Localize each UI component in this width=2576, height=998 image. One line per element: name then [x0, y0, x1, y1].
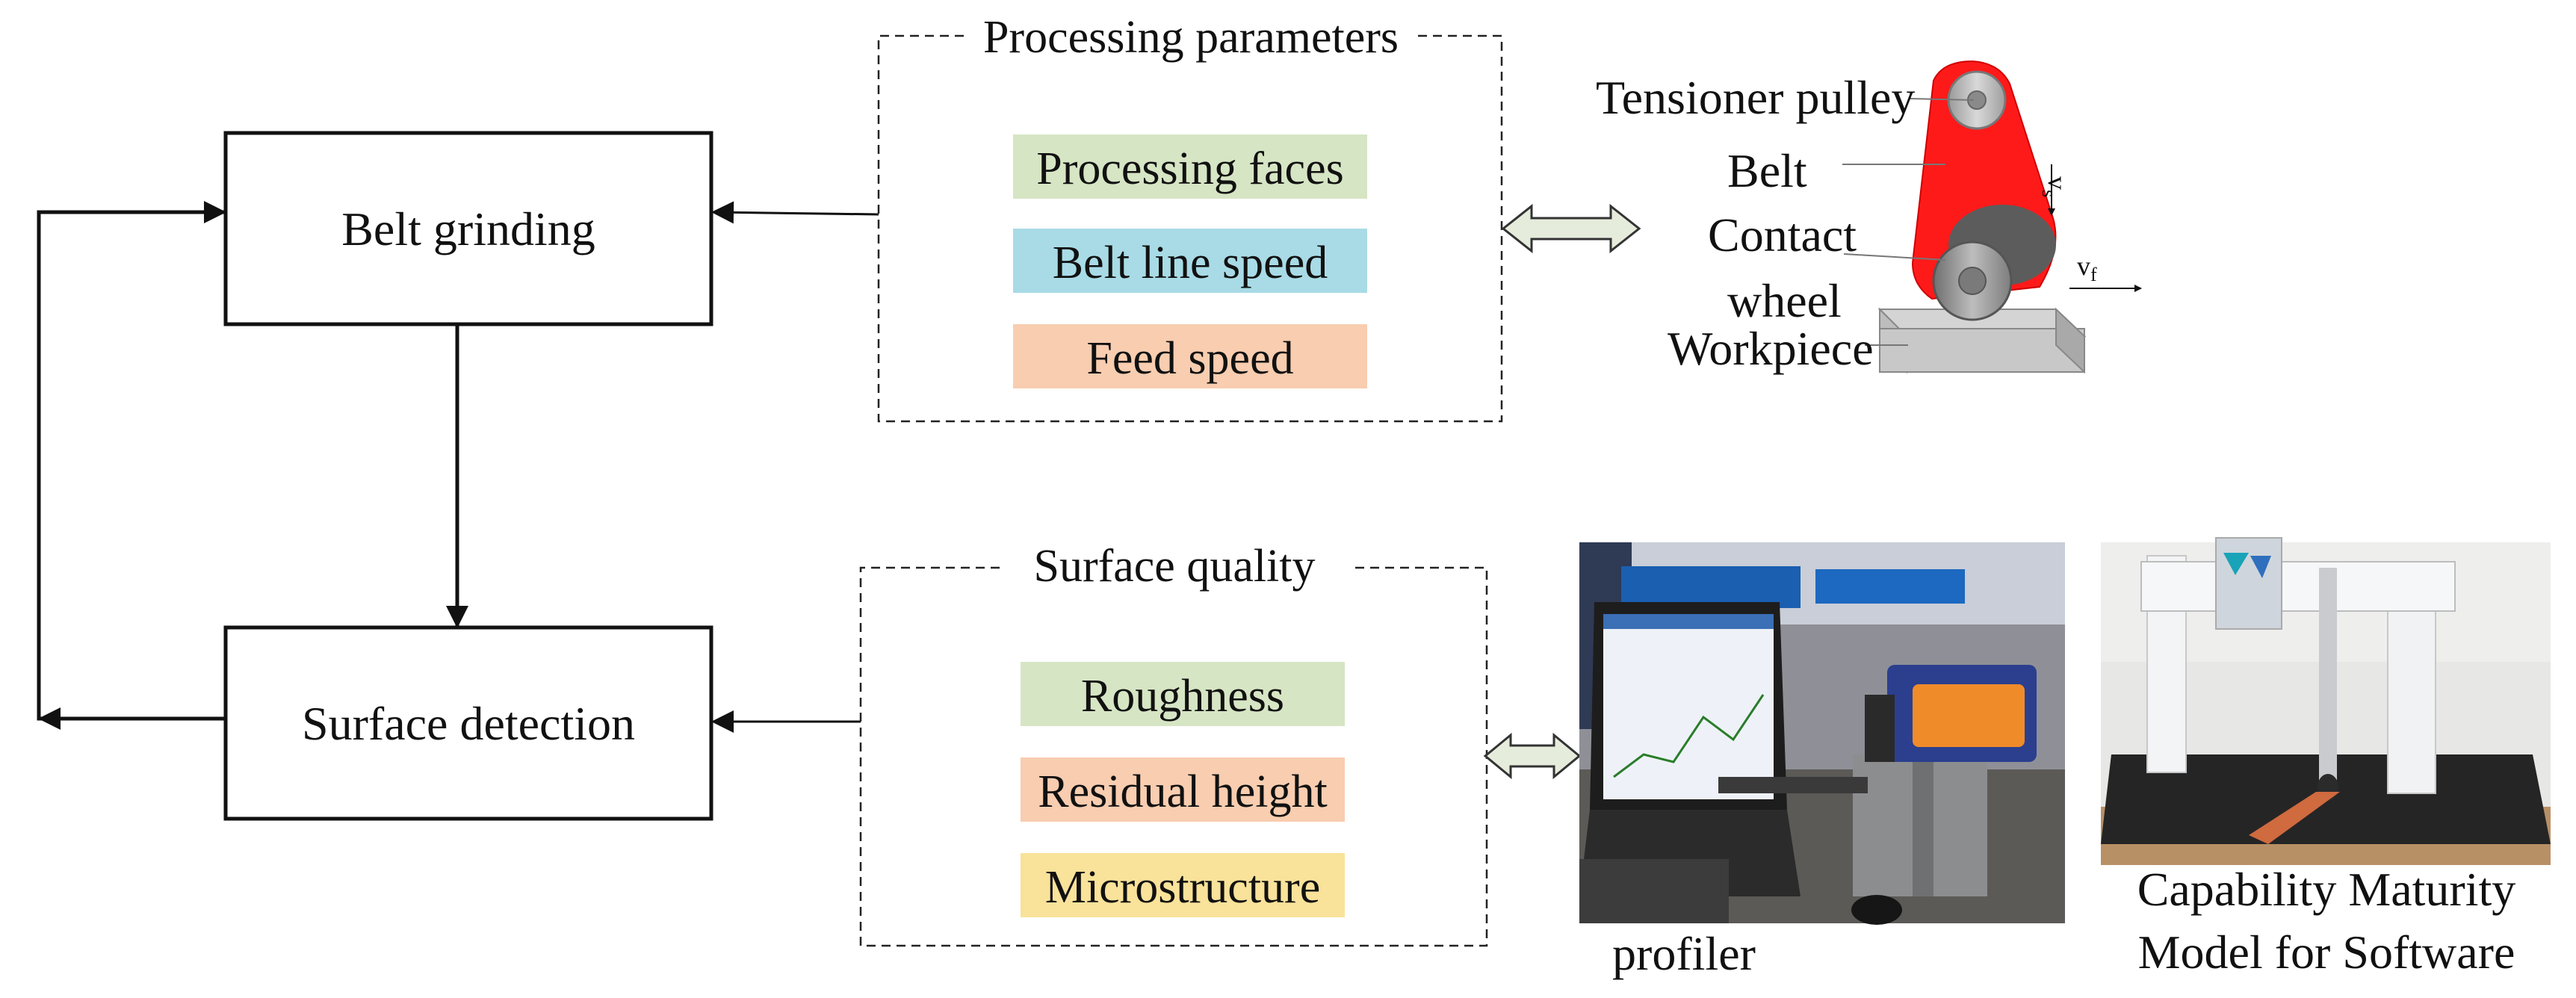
microstructure-bg [1021, 853, 1345, 917]
workpiece-block [1879, 328, 2085, 373]
double-arrow-bottom [1483, 732, 1582, 780]
cmm-photo [2101, 537, 2551, 865]
contact-wheel-hub [1958, 267, 1987, 295]
processing-faces-bg [1013, 134, 1367, 199]
surface-detection-label: Surface detection [302, 697, 635, 750]
roughness-label: Roughness [1081, 671, 1284, 722]
cmm-caption-line2: Model for Software [2138, 926, 2515, 979]
residual-height-label: Residual height [1038, 766, 1327, 817]
pulley-leader-line [1909, 98, 1975, 101]
microstructure-label: Microstructure [1045, 862, 1320, 913]
profiler-caption: profiler [1612, 927, 1756, 980]
quality-group-title: Surface quality [1033, 541, 1315, 592]
double-arrow-top [1501, 203, 1641, 254]
belt-line-speed-bg [1013, 229, 1367, 293]
processing-group-title: Processing parameters [983, 12, 1399, 63]
feedback-line [37, 201, 226, 721]
quality-group-border [859, 566, 1488, 947]
processing-group-border [877, 34, 1503, 423]
belt-grinder-illustration: vs vf Tensioner pulley Belt Contact whee… [1596, 60, 2142, 375]
contact-wheel-label-line1: Contact [1708, 208, 1857, 261]
processing-faces-label: Processing faces [1036, 143, 1343, 194]
cmm-caption-line1: Capability Maturity [2137, 863, 2516, 916]
surface-detection-box [223, 625, 713, 821]
workpiece-side [2055, 307, 2085, 374]
tensioner-pulley-label: Tensioner pulley [1596, 71, 1915, 124]
belt-grinding-label: Belt grinding [341, 202, 595, 255]
belt-label: Belt [1727, 144, 1807, 197]
belt-line-speed-label: Belt line speed [1053, 238, 1328, 288]
feed-speed-label: Feed speed [1086, 333, 1293, 384]
vs-symbol: vs [2038, 176, 2072, 197]
belt-grinding-box [223, 131, 713, 326]
params-to-grinding-arrow [711, 201, 879, 224]
roughness-bg [1021, 662, 1345, 726]
vf-symbol: vf [2077, 251, 2097, 285]
profiler-photo [1579, 542, 2065, 925]
contact-leader-line [1843, 253, 1946, 261]
feed-speed-bg [1013, 324, 1367, 388]
residual-height-bg [1021, 757, 1345, 822]
contact-wheel-label-line2: wheel [1727, 274, 1842, 327]
workpiece-label: Workpiece [1668, 322, 1874, 375]
